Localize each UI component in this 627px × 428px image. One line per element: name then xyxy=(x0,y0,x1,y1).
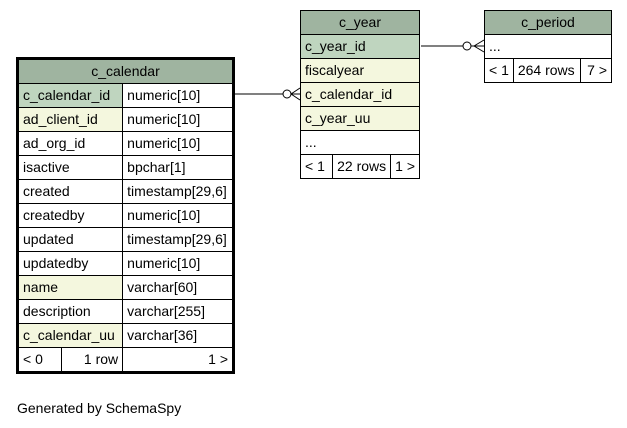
table-footer: < 1 22 rows 1 > xyxy=(299,154,420,179)
column-row: isactive bpchar[1] xyxy=(16,155,234,180)
column-type: numeric[10] xyxy=(122,203,234,228)
table-title[interactable]: c_period xyxy=(484,10,612,35)
column-name: ... xyxy=(484,34,612,59)
table-c-period: c_period ... < 1 264 rows 7 > xyxy=(484,10,612,83)
column-type: numeric[10] xyxy=(122,107,234,132)
column-name[interactable]: createdby xyxy=(16,203,124,228)
children-link[interactable]: 7 > xyxy=(580,58,612,83)
table-footer: < 1 264 rows 7 > xyxy=(484,58,612,83)
children-link[interactable]: 1 > xyxy=(122,347,234,373)
column-type: timestamp[29,6] xyxy=(122,179,234,204)
row-count: 1 row xyxy=(83,351,119,367)
table-c-year: c_year c_year_id fiscalyear c_calendar_i… xyxy=(299,10,420,179)
column-row: description varchar[255] xyxy=(16,299,234,324)
column-name[interactable]: c_calendar_uu xyxy=(16,323,124,348)
column-row: updated timestamp[29,6] xyxy=(16,227,234,252)
relationship-year-period xyxy=(421,39,485,53)
column-name[interactable]: description xyxy=(16,299,124,324)
column-type: numeric[10] xyxy=(122,251,234,276)
generated-by-credit: Generated by SchemaSpy xyxy=(17,400,182,416)
column-row: c_calendar_uu varchar[36] xyxy=(16,323,234,348)
column-type: numeric[10] xyxy=(122,131,234,156)
table-c-calendar: c_calendar c_calendar_id numeric[10] ad_… xyxy=(16,57,235,374)
parents-link[interactable]: < 1 xyxy=(299,154,334,179)
column-type: varchar[36] xyxy=(122,323,234,348)
children-link[interactable]: 1 > xyxy=(390,154,420,179)
column-name[interactable]: ad_client_id xyxy=(16,107,124,132)
column-row: c_calendar_id numeric[10] xyxy=(16,83,234,108)
column-type: bpchar[1] xyxy=(122,155,234,180)
column-type: varchar[255] xyxy=(122,299,234,324)
row-count: 22 rows xyxy=(332,154,392,179)
parents-link[interactable]: < 1 xyxy=(484,58,514,83)
column-row: createdby numeric[10] xyxy=(16,203,234,228)
column-type: varchar[60] xyxy=(122,275,234,300)
column-row: updatedby numeric[10] xyxy=(16,251,234,276)
row-count: 264 rows xyxy=(512,58,582,83)
column-name[interactable]: ad_org_id xyxy=(16,131,124,156)
column-row: ad_org_id numeric[10] xyxy=(16,131,234,156)
parents-link[interactable]: < 0 xyxy=(19,348,62,371)
column-name[interactable]: c_year_uu xyxy=(300,106,420,131)
column-name[interactable]: c_calendar_id xyxy=(300,82,420,107)
column-name[interactable]: c_calendar_id xyxy=(16,83,124,108)
relationship-calendar-year xyxy=(235,87,301,101)
table-title[interactable]: c_year xyxy=(300,10,420,35)
column-name[interactable]: c_year_id xyxy=(300,34,420,59)
table-title[interactable]: c_calendar xyxy=(17,58,234,84)
footer-left: < 0 1 row xyxy=(16,347,124,373)
column-row: ad_client_id numeric[10] xyxy=(16,107,234,132)
table-footer: < 0 1 row 1 > xyxy=(16,347,234,373)
